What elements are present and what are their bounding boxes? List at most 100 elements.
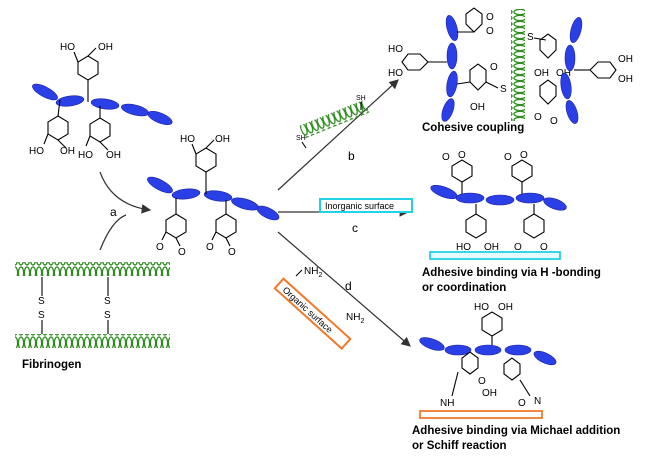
reaction-arrow-b	[277, 79, 399, 191]
sulfur-label: S	[527, 32, 534, 43]
oxo-label: O	[178, 247, 186, 258]
hydroxyl-label: OH	[534, 68, 549, 79]
hydroxyl-label: HO	[474, 302, 489, 313]
oxo-label: O	[206, 242, 214, 253]
oxo-label: O	[534, 112, 542, 123]
oxo-label: O	[478, 376, 486, 387]
hydroxyl-label: OH	[470, 102, 485, 113]
catechol-polymer-top-left: HO OH HO OH HO OH	[29, 42, 173, 161]
hydroxyl-label: OH	[98, 42, 113, 53]
backbone-unit	[446, 42, 458, 70]
backbone-unit	[55, 95, 85, 107]
oxo-label: O	[486, 26, 494, 37]
hydroxyl-label: HO	[78, 150, 93, 161]
backbone-unit	[430, 184, 458, 200]
backbone-unit	[171, 188, 201, 200]
reaction-arrow-a	[99, 171, 152, 214]
backbone-unit	[32, 83, 58, 101]
sulfur-label: S	[500, 84, 507, 95]
oxo-label: O	[458, 150, 466, 161]
fibrinogen-illustration: S S S S	[15, 262, 170, 348]
oxo-label: O	[156, 242, 164, 253]
oxo-label: O	[490, 62, 498, 73]
backbone-unit	[533, 350, 557, 366]
thiol-peptide	[299, 99, 370, 139]
organic-surface-label: Organic surface	[281, 285, 335, 335]
inorganic-surface	[429, 251, 561, 260]
backbone-unit	[569, 17, 583, 43]
reaction-arrow-d	[277, 231, 411, 347]
hydroxyl-label: HO	[180, 134, 195, 145]
hydroxyl-label: HO	[29, 146, 44, 157]
quinone-polymer-center: HO OH O O O O	[147, 134, 280, 258]
backbone-unit	[147, 176, 173, 194]
oxo-label: O	[486, 12, 494, 23]
hydroxyl-label: OH	[482, 388, 497, 399]
oxo-label: O	[518, 398, 526, 409]
adhesive-m-caption-line2: or Schiff reaction	[412, 440, 507, 452]
backbone-unit	[474, 344, 502, 356]
hydroxyl-label: HO	[456, 242, 471, 253]
backbone-unit	[90, 98, 120, 110]
thiol-label: SH	[296, 135, 306, 142]
oxo-label: O	[504, 152, 512, 163]
fibrinogen-coil	[511, 9, 525, 121]
inorganic-binding-product: O O O O HO OH O O	[429, 150, 567, 260]
backbone-unit	[485, 194, 515, 206]
step-label-d: d	[345, 279, 352, 293]
adhesive-m-caption-line1: Adhesive binding via Michael addition	[412, 425, 620, 437]
oxo-label: O	[514, 242, 522, 253]
backbone-unit	[256, 205, 280, 221]
hydroxyl-label: HO	[60, 42, 75, 53]
hydroxyl-label: HO	[388, 68, 403, 79]
backbone-unit	[444, 344, 472, 356]
backbone-unit	[504, 344, 532, 356]
fibrinogen-chain-top	[15, 262, 170, 276]
backbone-unit	[455, 192, 485, 204]
cohesive-caption: Cohesive coupling	[422, 122, 524, 134]
inorganic-surface-label: Inorganic surface	[325, 201, 394, 211]
backbone-unit	[543, 197, 567, 211]
adhesive-h-caption-line1: Adhesive binding via H -bonding	[422, 267, 601, 279]
organic-binding-product: HO OH O OH NH O N	[419, 302, 557, 419]
organic-surface-box	[273, 277, 352, 350]
peptide-coil	[299, 99, 370, 139]
step-label-b: b	[348, 149, 355, 163]
backbone-unit	[565, 100, 579, 124]
backbone-unit	[231, 197, 259, 211]
oxo-label: O	[520, 150, 528, 161]
oxo-label: O	[550, 116, 558, 127]
oxo-label: O	[228, 247, 236, 258]
step-label-a: a	[110, 205, 117, 219]
fibrinogen-arc	[99, 214, 127, 251]
backbone-unit	[515, 192, 545, 204]
backbone-unit	[121, 103, 149, 117]
backbone-unit	[419, 337, 445, 351]
oxo-label: O	[540, 242, 548, 253]
hydroxyl-label: OH	[498, 302, 513, 313]
sulfur-label: S	[38, 310, 45, 321]
backbone-unit	[147, 110, 173, 126]
backbone-unit	[441, 98, 455, 122]
hydroxyl-label: OH	[484, 242, 499, 253]
step-label-c: c	[352, 221, 358, 235]
backbone-unit	[560, 72, 572, 100]
organic-surface	[419, 410, 543, 419]
adhesive-h-caption-line2: or coordination	[422, 282, 506, 294]
oxo-label: O	[442, 152, 450, 163]
amine-label: NH	[440, 398, 454, 409]
backbone-unit	[445, 15, 459, 41]
amine-label: NH2	[304, 266, 322, 279]
backbone-unit	[203, 190, 233, 202]
hydroxyl-label: HO	[388, 44, 403, 55]
sulfur-label: S	[104, 310, 111, 321]
hydroxyl-label: OH	[215, 134, 230, 145]
sulfur-label: S	[104, 296, 111, 307]
hydroxyl-label: OH	[60, 146, 75, 157]
hydroxyl-label: OH	[106, 150, 121, 161]
sulfur-label: S	[38, 296, 45, 307]
backbone-unit	[564, 44, 576, 72]
organic-surface-tag: Organic surface	[273, 277, 352, 350]
inorganic-surface-tag	[319, 198, 413, 213]
